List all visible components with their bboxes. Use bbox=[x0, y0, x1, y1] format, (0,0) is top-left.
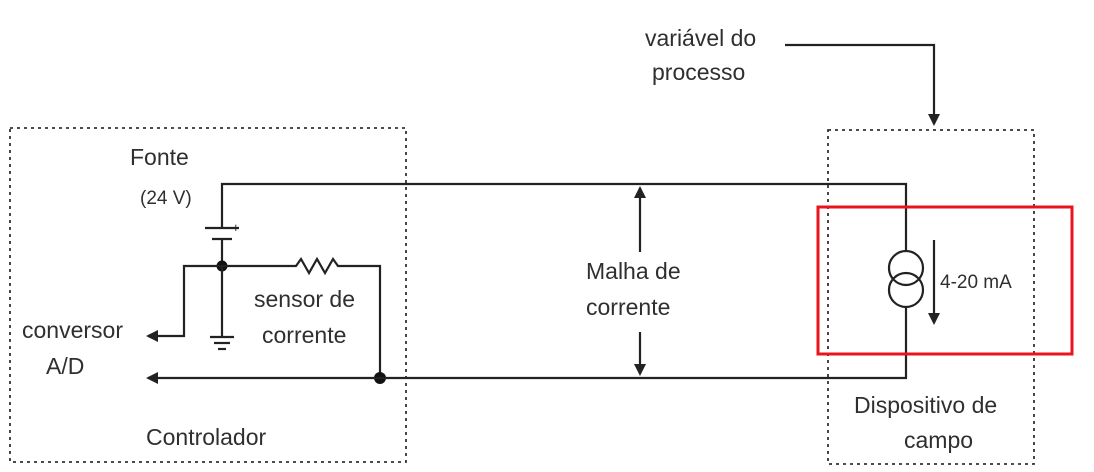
ground-icon bbox=[210, 266, 234, 351]
sensor-label-line2: corrente bbox=[262, 322, 346, 348]
loop-label-line1: Malha de bbox=[586, 258, 681, 284]
current-range-label: 4-20 mA bbox=[940, 272, 1012, 293]
current-source-icon bbox=[887, 240, 925, 316]
field-device-label-line2: campo bbox=[904, 427, 973, 453]
field-device-box bbox=[827, 129, 1035, 465]
loop-label-line2: corrente bbox=[586, 294, 670, 320]
sensor-label-line1: sensor de bbox=[254, 286, 355, 312]
highlight-box bbox=[816, 205, 1074, 356]
converter-label-line1: conversor bbox=[22, 317, 123, 343]
controller-label: Controlador bbox=[146, 424, 267, 450]
source-title: Fonte bbox=[130, 144, 189, 170]
process-variable-label-line2: processo bbox=[652, 59, 745, 85]
loop-top-wire bbox=[220, 182, 908, 240]
controller-box bbox=[9, 127, 407, 463]
converter-label-line2: A/D bbox=[46, 353, 84, 379]
process-variable-arrow bbox=[785, 43, 940, 126]
battery-plus-sign: + bbox=[232, 220, 240, 235]
converter-signal-arrow bbox=[146, 264, 222, 342]
loop-bottom-wire bbox=[146, 316, 908, 384]
current-sensor-resistor bbox=[222, 256, 382, 378]
source-voltage: (24 V) bbox=[140, 188, 192, 209]
process-variable-label-line1: variável do bbox=[645, 25, 756, 51]
field-device-label-line1: Dispositivo de bbox=[854, 392, 997, 418]
